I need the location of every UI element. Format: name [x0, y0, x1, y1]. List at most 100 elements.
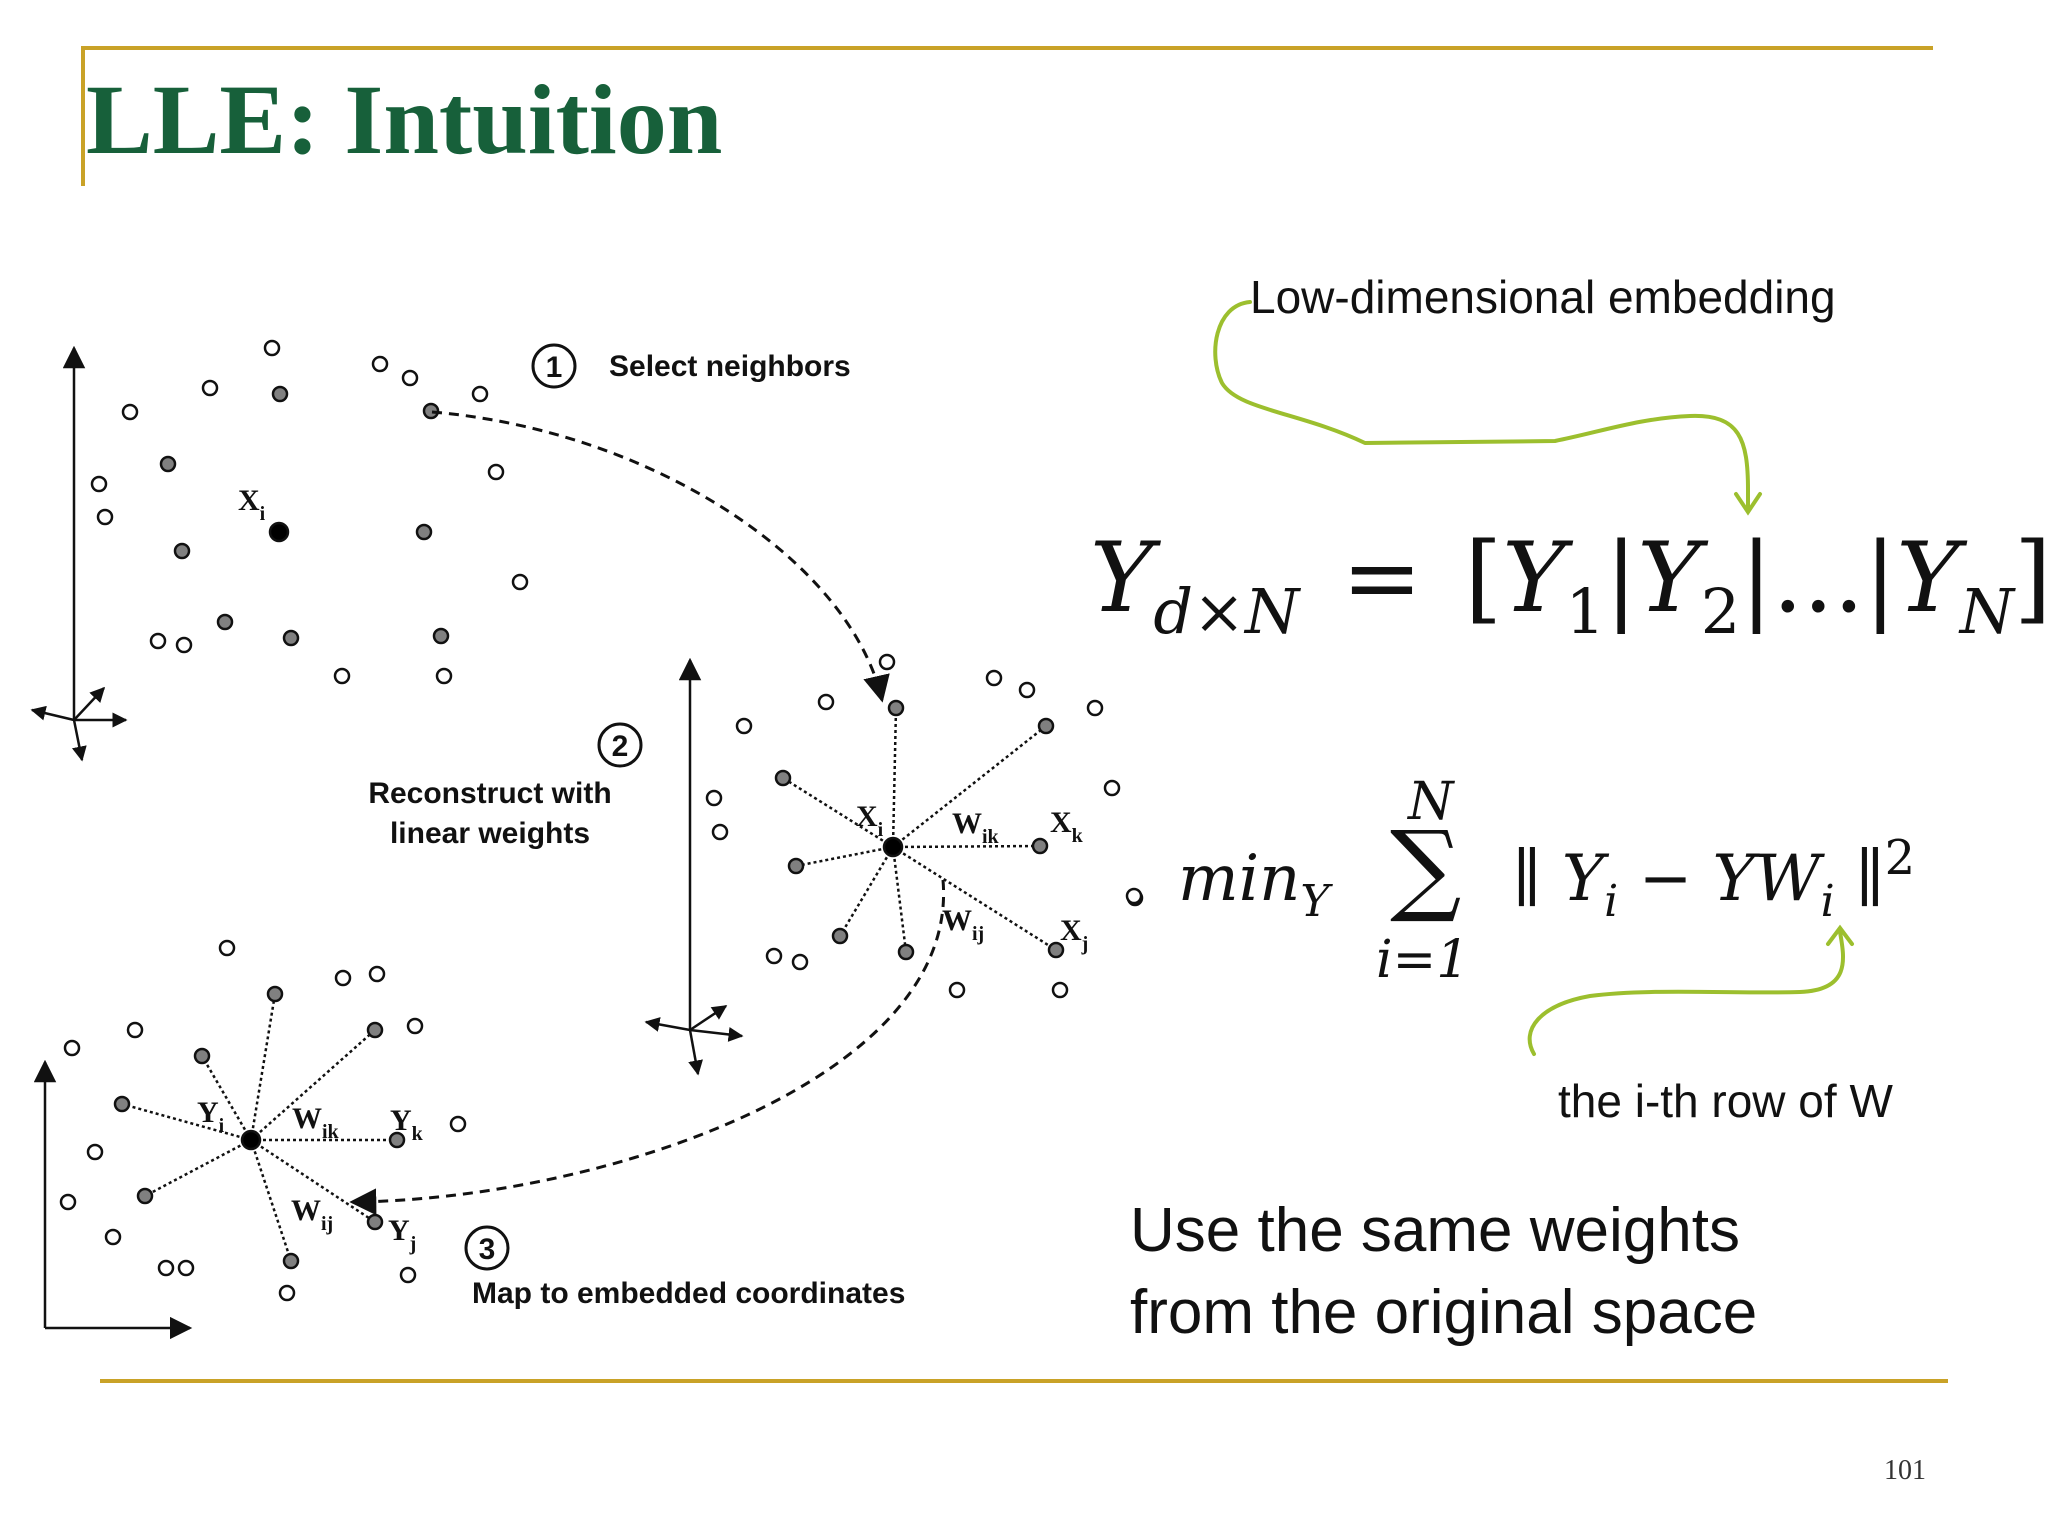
point-filled [887, 699, 905, 717]
point-open [435, 667, 453, 685]
point-filled [787, 857, 805, 875]
equation-min-label: minY [1178, 842, 1330, 927]
equation-embedding-matrix: Yd×N = [Y1|Y2|...|YN] [1090, 522, 2048, 648]
point-open [878, 653, 896, 671]
point-open [157, 1259, 175, 1277]
label-xk-panel2: Xk [1050, 806, 1084, 847]
point-filled [1047, 941, 1065, 959]
step3-marker: 3 [464, 1225, 510, 1271]
point-open [765, 947, 783, 965]
point-open [201, 379, 219, 397]
same-weights-line1: Use the same weights [1130, 1196, 1740, 1265]
label-wik-panel2: Wik [952, 807, 1000, 848]
same-weights-line2: from the original space [1130, 1278, 1758, 1347]
page-number: 101 [1884, 1455, 1926, 1486]
point-open [90, 475, 108, 493]
label-wik-panel3: Wik [292, 1102, 340, 1143]
panel3-axes [33, 1059, 193, 1340]
step2-label-line2: linear weights [390, 817, 590, 850]
title-top-rule [81, 46, 1933, 50]
point-open [1051, 981, 1069, 999]
point-open [126, 1021, 144, 1039]
point-filled [366, 1021, 384, 1039]
point-open [63, 1039, 81, 1057]
panel1-axes [30, 345, 128, 762]
point-open [948, 981, 966, 999]
point-open [121, 403, 139, 421]
svg-text:3: 3 [479, 1233, 496, 1266]
point-filled [282, 629, 300, 647]
step1-label: Select neighbors [609, 350, 851, 383]
step3-label: Map to embedded coordinates [472, 1277, 905, 1310]
point-filled [774, 769, 792, 787]
green-arrowhead-low-dim [1734, 492, 1762, 516]
point-open [735, 717, 753, 735]
sum-upper-limit: N [1408, 772, 1454, 832]
slide-title: LLE: Intuition [86, 64, 723, 175]
point-filled [1037, 717, 1055, 735]
point-open [399, 1266, 417, 1284]
equation-norm: ∥ Yi − YWi ∥2 [1512, 830, 1916, 927]
green-arrow-row-of-w [1527, 930, 1845, 1056]
point-filled [216, 613, 234, 631]
panel2-neighbor-links [782, 707, 1057, 953]
sum-lower-limit: i=1 [1376, 930, 1470, 990]
arrow-step2-to-step3 [349, 879, 945, 1216]
label-xi-panel2: Xi [856, 800, 884, 841]
label-wij-panel2: Wij [942, 904, 984, 945]
point-filled [388, 1131, 406, 1149]
point-open [985, 669, 1003, 687]
point-open [406, 1017, 424, 1035]
row-of-w-annotation: the i-th row of W [1558, 1075, 1893, 1127]
point-open [1125, 887, 1143, 905]
point-xi-filled [882, 836, 904, 858]
point-open [1086, 699, 1104, 717]
point-open [401, 369, 419, 387]
panel3-neighbor-links [121, 993, 397, 1262]
sum-symbol: ∑ [1390, 809, 1462, 926]
point-open [263, 339, 281, 357]
point-filled [1031, 837, 1049, 855]
point-open [218, 939, 236, 957]
panel2-axes [644, 657, 744, 1076]
same-weights-note: Use the same weights from the original s… [1130, 1190, 1757, 1354]
label-yi-panel3: Yi [197, 1096, 225, 1137]
point-open [368, 965, 386, 983]
point-open [104, 1228, 122, 1246]
step2-marker: 2 [597, 722, 643, 768]
point-filled [282, 1252, 300, 1270]
green-arrowhead-row-of-w [1826, 924, 1854, 946]
arrow-step1-to-step2 [431, 410, 890, 703]
point-open [86, 1143, 104, 1161]
point-open [705, 789, 723, 807]
svg-text:1: 1 [546, 351, 563, 384]
point-open [175, 636, 193, 654]
point-filled [897, 943, 915, 961]
panel2-points [705, 653, 1144, 999]
point-open [511, 573, 529, 591]
panel1-points [90, 339, 529, 685]
point-filled [432, 627, 450, 645]
point-open [149, 632, 167, 650]
point-open [96, 508, 114, 526]
point-open [1103, 779, 1121, 797]
step1-marker: 1 [531, 343, 577, 389]
label-xj-panel2: Xj [1060, 914, 1088, 955]
point-open [177, 1259, 195, 1277]
point-open [59, 1193, 77, 1211]
point-open [371, 355, 389, 373]
point-open [711, 823, 729, 841]
point-filled [113, 1095, 131, 1113]
point-filled [366, 1213, 384, 1231]
green-arrow-low-dim [1213, 300, 1750, 512]
bottom-rule [100, 1379, 1948, 1383]
point-open [817, 693, 835, 711]
point-open [333, 667, 351, 685]
step2-label-line1: Reconstruct with [368, 777, 611, 810]
panel3-points [59, 939, 467, 1302]
point-filled [415, 523, 433, 541]
point-filled [173, 542, 191, 560]
point-open [471, 385, 489, 403]
point-filled [159, 455, 177, 473]
